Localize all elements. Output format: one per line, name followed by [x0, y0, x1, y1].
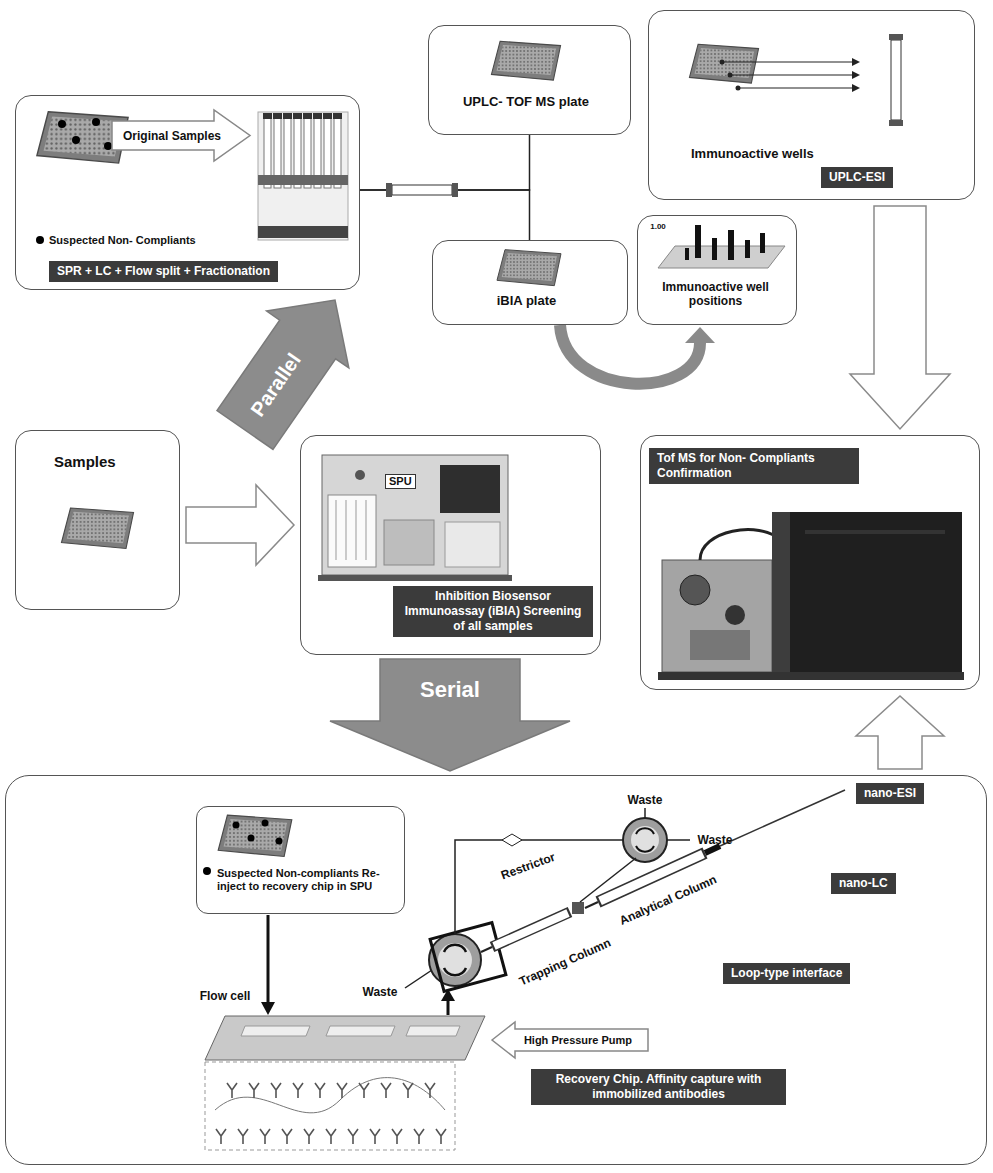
vial-rack-photo	[258, 112, 348, 240]
dark-label: SPR + LC + Flow split + Fractionation	[49, 261, 278, 282]
pump-arrow	[492, 1022, 648, 1058]
legend-dot	[36, 236, 44, 244]
bar-chart-3d	[658, 225, 785, 268]
box-label: iBIA plate	[433, 293, 620, 309]
dark-label: nano-LC	[831, 873, 896, 894]
part-label: High Pressure Pump	[524, 1034, 632, 1046]
plate-box: iBIA plate	[432, 240, 628, 325]
connector-line	[360, 190, 530, 240]
restrictor-line	[455, 834, 623, 934]
box-label: Immunoactive well positions	[642, 280, 789, 309]
part-label: Trapping Column	[517, 936, 613, 989]
part-label: Flow cell	[200, 989, 251, 1003]
biosensor-instrument	[318, 455, 512, 581]
arrow-label: Serial	[420, 677, 480, 703]
mass-spectrometer	[658, 512, 964, 680]
legend-text: Suspected Non- Compliants	[49, 234, 196, 247]
box-label: Samples	[54, 453, 116, 471]
hollow-arrow	[850, 206, 950, 429]
plate-icon	[62, 508, 134, 549]
switching-valve	[623, 808, 690, 862]
port-label: Waste	[628, 793, 663, 807]
dark-label: Recovery Chip. Affinity capture with imm…	[531, 1069, 786, 1105]
instrument-box: SPU Inhibition Biosensor Immunoassay (iBI…	[300, 435, 601, 655]
legend-text: Suspected Non-compliants Re-inject to re…	[217, 867, 397, 893]
process-panel: Original SamplesSuspected Non- Compliant…	[15, 95, 360, 290]
analytical-column	[585, 790, 845, 908]
hollow-arrow	[112, 110, 250, 161]
recovery-chip	[205, 1016, 485, 1150]
hollow-arrow	[186, 485, 294, 565]
port-label: Waste	[363, 985, 398, 999]
part-label: Analytical Column	[617, 872, 718, 927]
curved-arrow	[560, 325, 715, 384]
serial-panel: Suspected Non-compliants Re-inject to re…	[5, 775, 987, 1165]
uplc-column	[889, 34, 903, 126]
instrument-box: Tof MS for Non- Compliants Confirmation	[640, 435, 980, 690]
arrow-text: Original Samples	[123, 129, 221, 143]
dark-label: Inhibition Biosensor Immunoassay (iBIA) …	[393, 586, 593, 637]
dark-label: Tof MS for Non- Compliants Confirmation	[649, 448, 859, 484]
arrow-label: Parallel	[247, 349, 306, 421]
box-label: UPLC- TOF MS plate	[429, 94, 623, 110]
connector-line	[360, 135, 530, 190]
instrument-tag: SPU	[385, 474, 416, 489]
part-label: Restrictor	[499, 850, 557, 883]
flow-arrow	[261, 915, 455, 1015]
plate-icon	[689, 44, 758, 83]
hollow-arrow	[856, 696, 944, 769]
samples-box: Samples	[15, 430, 180, 610]
flow-arrow	[217, 300, 349, 449]
lc-column	[386, 183, 458, 197]
result-box: Immunoactive well positions	[637, 215, 797, 325]
process-panel: Immunoactive wellsUPLC-ESI	[648, 10, 975, 200]
well-injection-lines	[720, 58, 861, 92]
axis-value: 1.00	[650, 222, 666, 231]
dark-label: UPLC-ESI	[821, 167, 893, 188]
plate-icon	[491, 41, 560, 80]
dark-label: Loop-type interface	[723, 963, 850, 984]
plate-icon	[497, 250, 561, 286]
port-label: Waste	[698, 833, 733, 847]
plate-box: UPLC- TOF MS plate	[428, 25, 631, 135]
sample-plate	[203, 815, 292, 875]
reinject-box: Suspected Non-compliants Re-inject to re…	[196, 806, 405, 914]
flow-arrow	[330, 659, 570, 771]
dark-label: nano-ESI	[856, 783, 924, 804]
box-label: Immunoactive wells	[691, 146, 814, 162]
